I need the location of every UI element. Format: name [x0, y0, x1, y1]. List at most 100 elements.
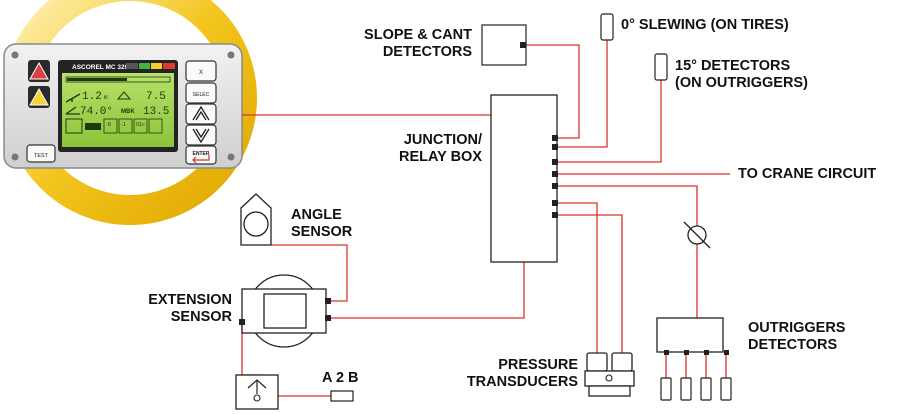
- lcd-row2-left: 74.0°: [80, 106, 113, 118]
- slope-cant-label: SLOPE & CANT DETECTORS: [300, 27, 472, 61]
- warning-triangle-icon: [29, 61, 49, 80]
- pressure-transducer-foot: [588, 385, 631, 397]
- pressure-transducer-b: [611, 352, 633, 372]
- extension-connector: [325, 315, 331, 321]
- detector15-switch: [654, 53, 668, 81]
- status-bar-yellow: [151, 63, 162, 69]
- pressure-transducers-label: PRESSURE TRANSDUCERS: [450, 357, 578, 391]
- lcd-bargraph-fill: [67, 78, 127, 81]
- lcd-row2-mid: MBK: [121, 109, 135, 115]
- display-unit: ASCOREL MC 320 1.2 m 7.5 74.0° MBK 13.5 …: [3, 0, 257, 225]
- outrigger-terminal: [724, 350, 729, 355]
- extension-sensor-core: [263, 293, 307, 329]
- wire-pressure-b: [557, 214, 623, 353]
- lcd-row1-left-unit: m: [104, 94, 108, 101]
- slope-cant-line1: SLOPE & CANT: [364, 27, 472, 43]
- wire-angle-to-extension: [271, 244, 348, 302]
- extension-connector: [325, 298, 331, 304]
- screw-icon: [227, 51, 235, 59]
- load-icon: [116, 91, 132, 100]
- selec-button[interactable]: [185, 82, 217, 104]
- extension-connector: [239, 319, 245, 325]
- lcd-bargraph: [65, 76, 171, 83]
- slope-cant-box: [481, 24, 527, 66]
- slewing-switch: [600, 13, 614, 41]
- outrigger-terminal: [664, 350, 669, 355]
- extension-sensor-line1: EXTENSION: [148, 292, 232, 308]
- terminal: [552, 183, 558, 189]
- a2b-weight: [330, 390, 354, 402]
- switch-icon: [247, 379, 267, 394]
- wire-outriggers: [557, 185, 698, 318]
- outrigger-detector: [700, 377, 712, 401]
- wire-slewing: [557, 40, 608, 148]
- screw-icon: [227, 153, 235, 161]
- lcd-small-3: 01c: [136, 122, 145, 128]
- terminal: [552, 159, 558, 165]
- angle-sensor-line2: SENSOR: [291, 224, 353, 240]
- wire-junction-to-extension: [326, 262, 525, 319]
- warning-triangle-outline-icon: [29, 87, 49, 106]
- slewing-label: 0° SLEWING (ON TIRES): [621, 17, 789, 33]
- terminal: [552, 144, 558, 150]
- status-bar-red: [163, 63, 175, 69]
- crane-icon: [65, 93, 81, 103]
- status-bar-green: [139, 63, 150, 69]
- up-arrow-icon: [192, 105, 210, 121]
- test-button-label: TEST: [34, 153, 49, 159]
- angle-icon: [65, 106, 80, 115]
- outrigger-terminal: [704, 350, 709, 355]
- crane-circuit-label: TO CRANE CIRCUIT: [738, 166, 877, 182]
- junction-label: JUNCTION/ RELAY BOX: [360, 132, 482, 166]
- enter-button-label: ENTER: [193, 151, 210, 157]
- extension-sensor-label: EXTENSION SENSOR: [110, 292, 232, 326]
- slope-cant-line2: DETECTORS: [382, 44, 472, 60]
- angle-sensor-line1: ANGLE: [291, 207, 342, 223]
- lcd-truck-icon: [85, 123, 101, 130]
- status-bar-dark: [126, 63, 138, 69]
- terminal: [552, 200, 558, 206]
- outrigger-detectors: [660, 350, 732, 401]
- detectors15-label: 15° DETECTORS (ON OUTRIGGERS): [675, 58, 808, 92]
- pressure-line2: TRANSDUCERS: [466, 374, 578, 390]
- lcd-row1-left: 1.2: [82, 91, 102, 103]
- selec-button-label: SELEC: [193, 92, 210, 98]
- lcd-small-1: -8: [106, 122, 111, 128]
- lcd-cell: [118, 118, 133, 134]
- outriggers-box: [656, 317, 724, 353]
- pressure-transducer-a: [586, 352, 608, 372]
- outrigger-wire: [665, 355, 727, 378]
- wire-slope-cant: [526, 44, 580, 139]
- wire-pressure-a: [557, 202, 598, 353]
- junction-terminals: [552, 135, 558, 218]
- lcd-icon-box: [65, 118, 83, 134]
- outrigger-detector: [660, 377, 672, 401]
- outriggers-line1: OUTRIGGERS: [748, 320, 846, 336]
- terminal: [552, 171, 558, 177]
- down-arrow-icon: [192, 128, 210, 144]
- extension-sensor-line2: SENSOR: [170, 309, 232, 325]
- junction-line2: RELAY BOX: [399, 149, 482, 165]
- a2b-label: A 2 B: [322, 370, 359, 386]
- screw-icon: [11, 153, 19, 161]
- angle-sensor-dial: [243, 211, 269, 237]
- angle-sensor-label: ANGLE SENSOR: [291, 207, 352, 241]
- screw-icon: [11, 51, 19, 59]
- outrigger-terminal: [684, 350, 689, 355]
- detectors15-line2: (ON OUTRIGGERS): [675, 75, 808, 91]
- x-button-label: X: [199, 70, 203, 76]
- pressure-port-icon: [605, 374, 613, 382]
- outriggers-detectors-label: OUTRIGGERS DETECTORS: [748, 320, 845, 354]
- x-button[interactable]: [185, 60, 217, 82]
- test-button[interactable]: [26, 144, 56, 163]
- slope-cant-connector: [520, 42, 526, 48]
- lcd-row1-right: 7.5: [146, 91, 166, 103]
- enter-arrow-icon: [192, 155, 210, 164]
- lcd-cell: [148, 118, 163, 134]
- valve-stem-icon: [683, 221, 711, 249]
- wires: [241, 40, 730, 397]
- outrigger-detector: [680, 377, 692, 401]
- detectors15-line1: 15° DETECTORS: [675, 58, 791, 74]
- terminal: [552, 212, 558, 218]
